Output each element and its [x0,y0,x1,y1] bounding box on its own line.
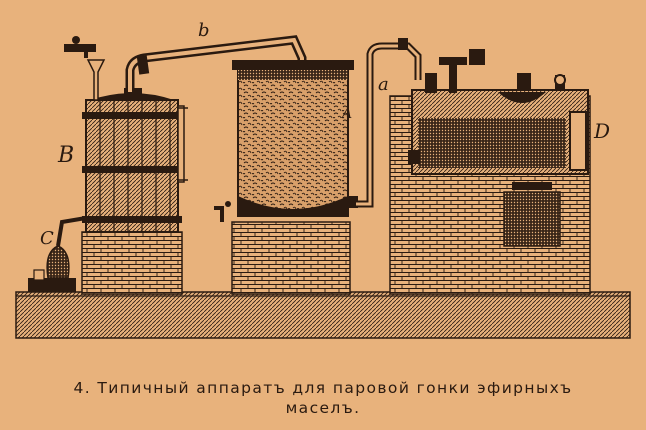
label-C: C [40,228,54,249]
water-faucet-icon [64,36,106,101]
receiver-C [28,216,87,292]
label-A: A [340,106,352,122]
label-D: D [593,119,610,143]
connecting-pipe-a [356,38,422,208]
distillation-unit-D [389,49,591,295]
herb-chamber-A [214,60,358,222]
label-B: B [57,143,74,168]
steam-boiler-B [82,88,188,233]
label-b: b [198,20,210,41]
figure-caption-line-1: 4. Типичный аппаратъ для паровой гонки э… [73,379,573,397]
left-brick-base [81,231,183,295]
label-a: a [378,74,389,95]
center-brick-base [231,221,351,295]
vapour-pipe-b [125,35,307,92]
figure-caption-line-2: маселъ. [285,399,361,417]
floor-slab [15,291,631,339]
